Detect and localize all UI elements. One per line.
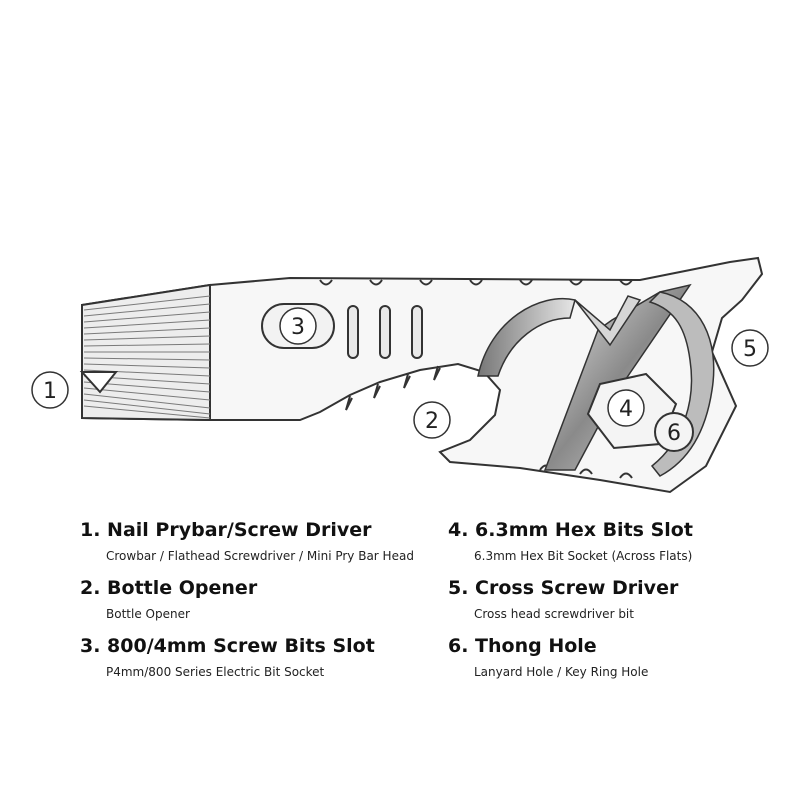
legend-right-column: 4. 6.3mm Hex Bits Slot 6.3mm Hex Bit Soc… bbox=[448, 518, 693, 692]
callout-6: 6 bbox=[667, 421, 681, 446]
legend-subtitle: Bottle Opener bbox=[106, 607, 190, 621]
legend-left-column: 1. Nail Prybar/Screw Driver Crowbar / Fl… bbox=[80, 518, 414, 692]
legend-subtitle: P4mm/800 Series Electric Bit Socket bbox=[106, 665, 325, 679]
top-ridges bbox=[319, 279, 633, 286]
svg-text:3: 3 bbox=[291, 315, 305, 340]
legend-item-bottle-opener: 2. Bottle Opener Bottle Opener bbox=[80, 576, 414, 622]
legend-title: 6. Thong Hole bbox=[448, 635, 597, 657]
legend-item-screw-bits-slot: 3. 800/4mm Screw Bits Slot P4mm/800 Seri… bbox=[80, 634, 414, 680]
svg-text:4: 4 bbox=[619, 397, 633, 422]
svg-text:1: 1 bbox=[43, 379, 57, 404]
legend-item-thong-hole: 6. Thong Hole Lanyard Hole / Key Ring Ho… bbox=[448, 634, 693, 680]
svg-text:6: 6 bbox=[667, 421, 681, 446]
callout-3: 3 bbox=[279, 307, 317, 345]
legend-title: 1. Nail Prybar/Screw Driver bbox=[80, 519, 372, 541]
svg-text:2: 2 bbox=[425, 409, 439, 434]
legend-title: 2. Bottle Opener bbox=[80, 577, 258, 599]
bottle-opener-teeth bbox=[345, 365, 441, 411]
legend-item-nail-prybar: 1. Nail Prybar/Screw Driver Crowbar / Fl… bbox=[80, 518, 414, 564]
legend-title: 5. Cross Screw Driver bbox=[448, 577, 679, 599]
cross-screwdriver-blade-inner bbox=[574, 295, 642, 347]
legend-item-hex-bits-slot: 4. 6.3mm Hex Bits Slot 6.3mm Hex Bit Soc… bbox=[448, 518, 693, 564]
callout-5: 5 bbox=[731, 329, 769, 367]
legend-subtitle: Crowbar / Flathead Screwdriver / Mini Pr… bbox=[106, 549, 414, 563]
legend-title: 4. 6.3mm Hex Bits Slot bbox=[448, 519, 693, 541]
legend-subtitle: Lanyard Hole / Key Ring Hole bbox=[474, 665, 649, 679]
multitool-diagram: 1 2 3 4 5 6 bbox=[31, 256, 769, 494]
legend-item-cross-screw-driver: 5. Cross Screw Driver Cross head screwdr… bbox=[448, 576, 693, 622]
nail-prybar-head bbox=[79, 283, 211, 422]
thong-hole bbox=[654, 412, 694, 452]
legend-title: 3. 800/4mm Screw Bits Slot bbox=[80, 635, 375, 657]
callout-4: 4 bbox=[607, 389, 645, 427]
right-arc bbox=[648, 291, 715, 477]
callout-2: 2 bbox=[413, 401, 451, 439]
legend-subtitle: 6.3mm Hex Bit Socket (Across Flats) bbox=[474, 549, 693, 563]
svg-text:5: 5 bbox=[743, 337, 757, 362]
callout-1: 1 bbox=[31, 371, 69, 409]
vertical-slots bbox=[347, 305, 423, 359]
legend-subtitle: Cross head screwdriver bit bbox=[474, 607, 634, 621]
